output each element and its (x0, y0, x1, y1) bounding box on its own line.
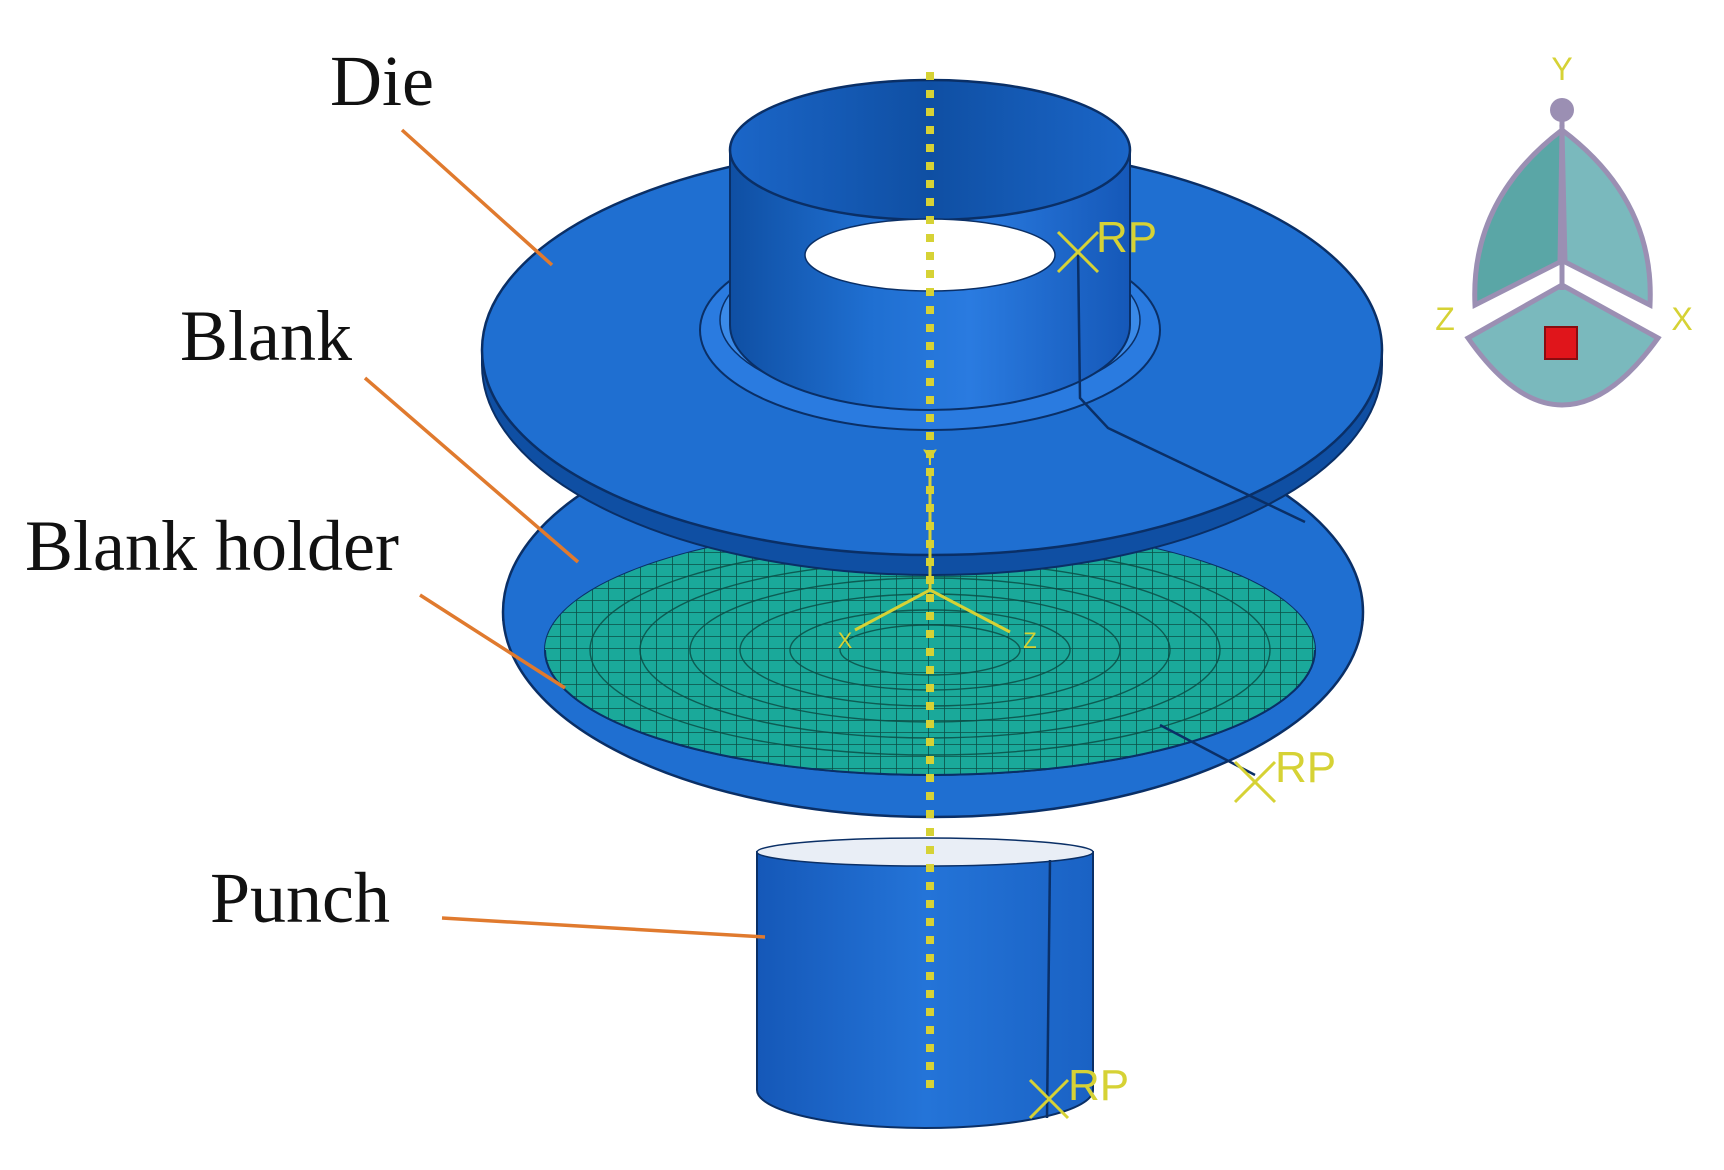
label-die: Die (330, 41, 434, 121)
label-blank-holder: Blank holder (25, 506, 399, 586)
central-csys (854, 470, 1011, 634)
rp-marker-holder (1233, 760, 1277, 804)
csys-z-label: Z (1023, 628, 1036, 653)
rp-label-punch: RP (1068, 1061, 1129, 1110)
triad-z-label: Z (1435, 301, 1455, 337)
label-punch: Punch (210, 858, 390, 938)
csys-x-label: X (838, 628, 853, 653)
csys-y-label: Y (923, 445, 938, 470)
triad-x-label: X (1671, 301, 1692, 337)
view-triad (1464, 98, 1662, 408)
leader-lines (363, 128, 766, 939)
triad-y-label: Y (1551, 51, 1572, 87)
rp-marker-die (1056, 230, 1100, 274)
punch-part (756, 837, 1094, 1129)
leader-blank-holder (419, 593, 566, 690)
rp-label-die: RP (1096, 213, 1157, 262)
label-blank: Blank (180, 296, 352, 376)
leader-punch (441, 916, 766, 939)
rp-marker-punch (1028, 1078, 1070, 1120)
triad-origin-square (1544, 326, 1578, 360)
leader-blank (363, 376, 580, 564)
rp-label-holder: RP (1275, 743, 1336, 792)
leader-die (400, 128, 554, 267)
